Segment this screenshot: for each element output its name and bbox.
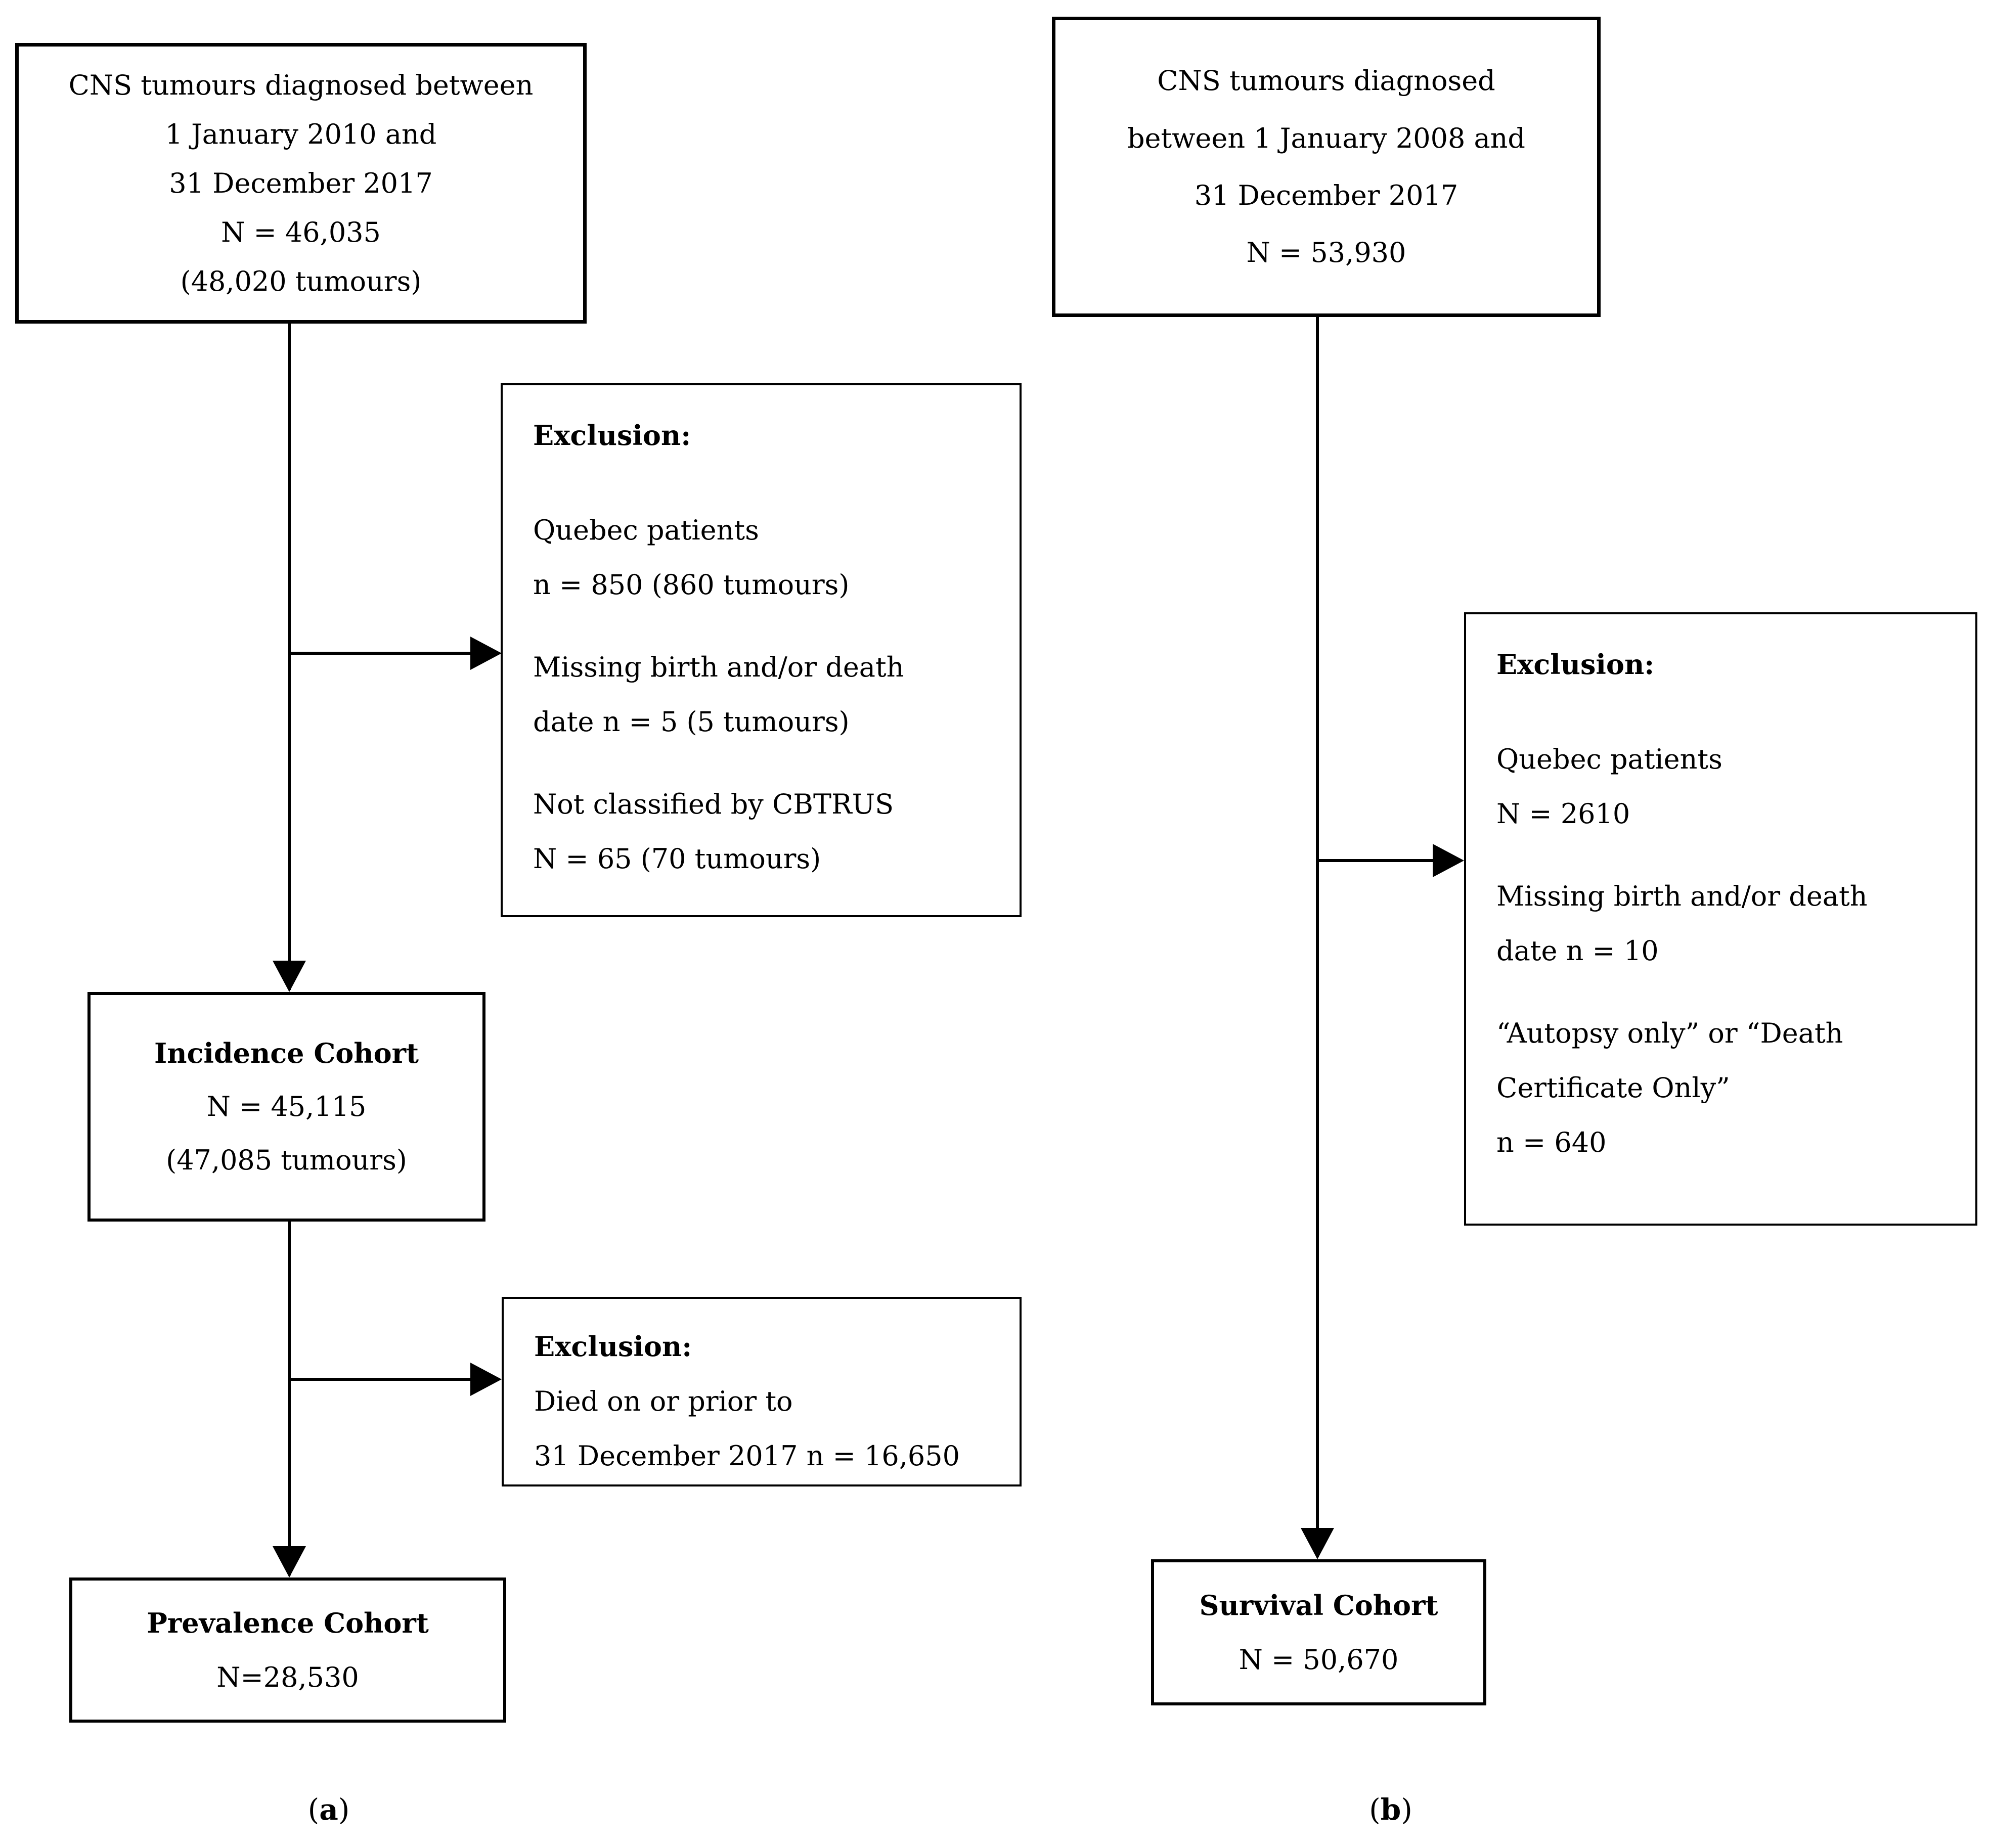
exclusion-title: Exclusion: bbox=[534, 1330, 692, 1363]
exclusion-box-a2: Exclusion: Died on or prior to 31 Decemb… bbox=[502, 1297, 1022, 1486]
exclusion-item-line: 31 December 2017 n = 16,650 bbox=[534, 1440, 960, 1472]
caption-paren: ( bbox=[1369, 1792, 1381, 1827]
exclusion-item-line: Missing birth and/or death bbox=[1496, 880, 1868, 912]
exclusion-item-line: Certificate Only” bbox=[1496, 1072, 1730, 1104]
source-box-b: CNS tumours diagnosed between 1 January … bbox=[1052, 17, 1601, 317]
survival-cohort-value: N = 50,670 bbox=[1239, 1643, 1399, 1676]
source-box-b-line: 31 December 2017 bbox=[1194, 179, 1458, 211]
prevalence-cohort-title: Prevalence Cohort bbox=[147, 1606, 429, 1639]
exclusion-item-line: date n = 5 (5 tumours) bbox=[533, 706, 850, 738]
exclusion-title: Exclusion: bbox=[1496, 648, 1655, 681]
source-box-a-line: 1 January 2010 and bbox=[165, 118, 437, 150]
source-box-a: CNS tumours diagnosed between 1 January … bbox=[15, 43, 587, 324]
exclusion-box-a1: Exclusion: Quebec patients n = 850 (860 … bbox=[501, 383, 1022, 917]
arrowhead-survival bbox=[1301, 1528, 1334, 1559]
survival-cohort-box: Survival Cohort N = 50,670 bbox=[1151, 1559, 1486, 1705]
exclusion-title: Exclusion: bbox=[533, 419, 691, 452]
exclusion-box-b: Exclusion: Quebec patients N = 2610 Miss… bbox=[1464, 612, 1977, 1226]
source-box-a-line: N = 46,035 bbox=[221, 216, 381, 249]
exclusion-item-line: Not classified by CBTRUS bbox=[533, 788, 894, 820]
panel-b-caption: (b) bbox=[1290, 1792, 1492, 1827]
source-box-a-line: (48,020 tumours) bbox=[180, 265, 422, 298]
arrowhead-exclusion-b bbox=[1433, 844, 1464, 877]
source-box-b-line: N = 53,930 bbox=[1246, 237, 1406, 269]
exclusion-item-line: Quebec patients bbox=[533, 514, 759, 546]
prevalence-cohort-value: N=28,530 bbox=[216, 1661, 359, 1693]
caption-letter: b bbox=[1380, 1792, 1401, 1827]
arrowhead-exclusion-1 bbox=[470, 637, 502, 670]
source-box-a-line: CNS tumours diagnosed between bbox=[68, 69, 534, 101]
caption-letter: a bbox=[319, 1792, 338, 1827]
incidence-cohort-title: Incidence Cohort bbox=[154, 1037, 419, 1070]
arrowhead-incidence bbox=[273, 961, 306, 992]
exclusion-item-line: “Autopsy only” or “Death bbox=[1496, 1017, 1843, 1049]
exclusion-item: Quebec patients N = 2610 bbox=[1496, 732, 1950, 841]
exclusion-item-line: Quebec patients bbox=[1496, 743, 1722, 775]
exclusion-item: Missing birth and/or death date n = 5 (5… bbox=[533, 640, 994, 749]
arrowhead-prevalence bbox=[273, 1546, 306, 1577]
exclusion-item-line: n = 640 bbox=[1496, 1126, 1607, 1158]
exclusion-item: Exclusion: Died on or prior to 31 Decemb… bbox=[534, 1319, 994, 1483]
prevalence-cohort-box: Prevalence Cohort N=28,530 bbox=[69, 1577, 506, 1723]
incidence-cohort-box: Incidence Cohort N = 45,115 (47,085 tumo… bbox=[87, 992, 485, 1222]
exclusion-item-line: n = 850 (860 tumours) bbox=[533, 569, 850, 601]
survival-cohort-title: Survival Cohort bbox=[1199, 1589, 1438, 1621]
exclusion-item-line: N = 2610 bbox=[1496, 798, 1630, 830]
exclusion-item: Missing birth and/or death date n = 10 bbox=[1496, 869, 1950, 978]
exclusion-item: Quebec patients n = 850 (860 tumours) bbox=[533, 503, 994, 612]
panel-a-caption: (a) bbox=[228, 1792, 430, 1827]
caption-paren: ) bbox=[1401, 1792, 1412, 1827]
source-box-a-line: 31 December 2017 bbox=[169, 167, 433, 199]
exclusion-item-line: Missing birth and/or death bbox=[533, 651, 904, 683]
source-box-b-line: CNS tumours diagnosed bbox=[1157, 65, 1495, 97]
caption-paren: ) bbox=[338, 1792, 350, 1827]
source-box-b-line: between 1 January 2008 and bbox=[1127, 122, 1526, 154]
exclusion-item-line: Died on or prior to bbox=[534, 1385, 793, 1417]
incidence-cohort-line: (47,085 tumours) bbox=[166, 1144, 407, 1176]
incidence-cohort-line: N = 45,115 bbox=[206, 1091, 367, 1123]
arrowhead-exclusion-2 bbox=[470, 1363, 502, 1396]
exclusion-item-line: N = 65 (70 tumours) bbox=[533, 843, 821, 875]
exclusion-item: Not classified by CBTRUS N = 65 (70 tumo… bbox=[533, 777, 994, 886]
caption-paren: ( bbox=[307, 1792, 320, 1827]
exclusion-item-line: date n = 10 bbox=[1496, 935, 1659, 967]
exclusion-item: “Autopsy only” or “Death Certificate Onl… bbox=[1496, 1006, 1950, 1170]
